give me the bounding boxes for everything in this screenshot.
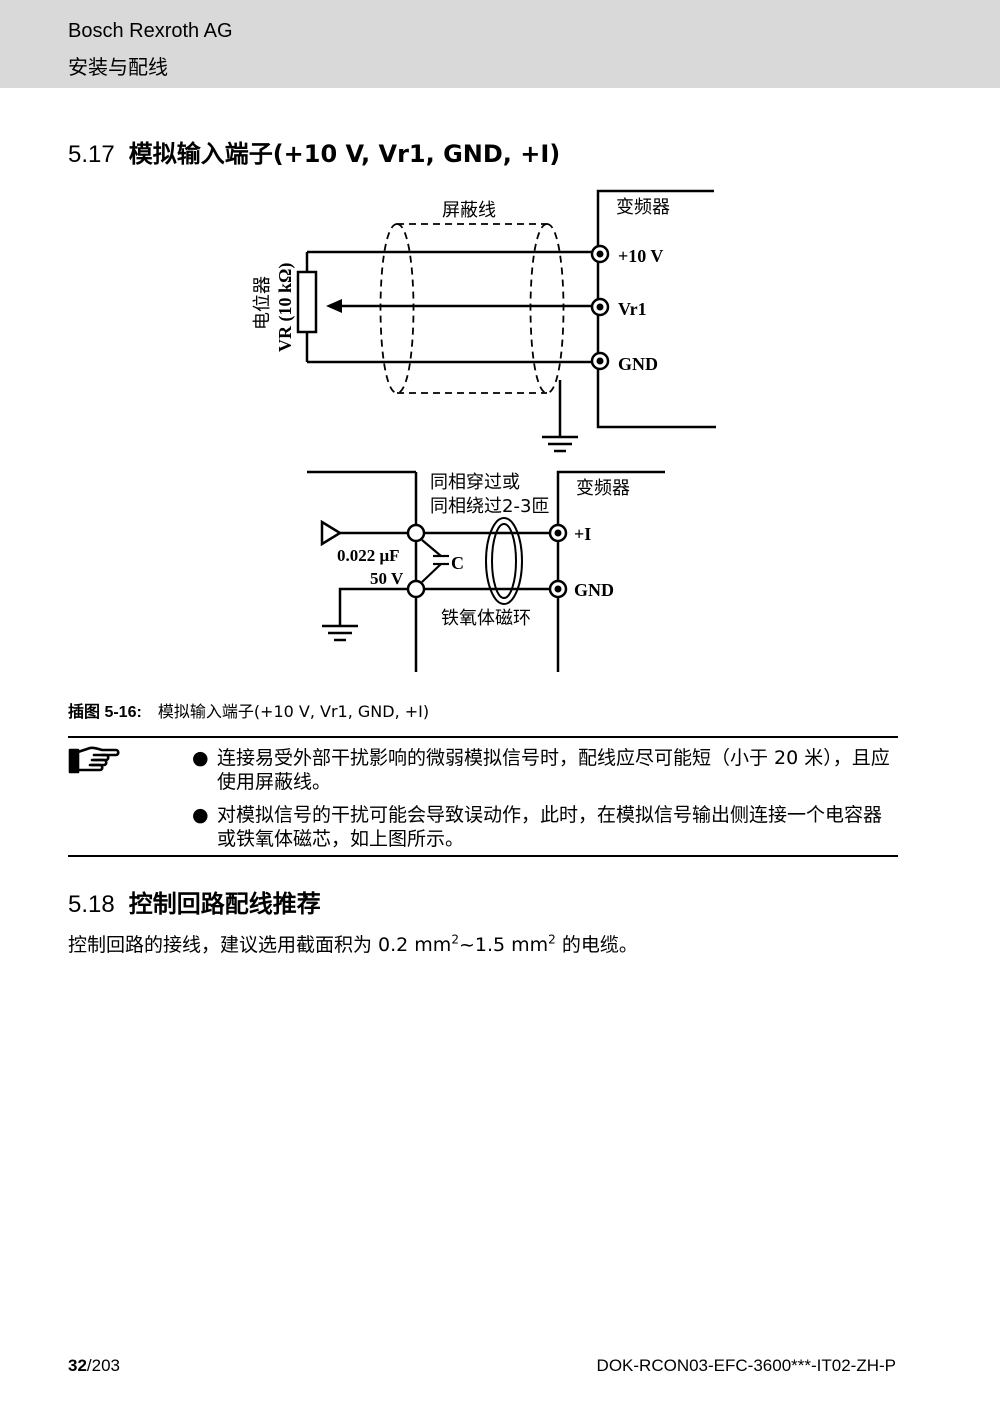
wrap-label-2: 同相绕过2-3匝 [430, 496, 549, 517]
capacitor [421, 539, 449, 583]
company-name: Bosch Rexroth AG [68, 20, 233, 42]
node-gnd [406, 579, 426, 599]
terminal-label-10v: +10 V [618, 246, 663, 266]
terminal-vr1 [590, 297, 610, 317]
terminal-plus-i [548, 523, 568, 543]
potentiometer-label-cn: 电位器 [252, 276, 273, 330]
shield-cable [379, 223, 565, 394]
ground-symbol-top [542, 435, 578, 453]
shield-label: 屏蔽线 [442, 200, 496, 221]
page-total: /203 [86, 1356, 121, 1375]
note-rule-top [68, 736, 898, 738]
ground-symbol-bottom [322, 624, 358, 642]
page-number: 32/203 [68, 1356, 120, 1376]
note-text-2: 对模拟信号的干扰可能会导致误动作，此时，在模拟信号输出侧连接一个电容器或铁氧体磁… [217, 804, 883, 850]
note-item-1: ● 连接易受外部干扰影响的微弱模拟信号时，配线应尽可能短（小于 20 米），且应… [192, 746, 898, 794]
terminal-label-gnd: GND [618, 354, 658, 374]
page-current: 32 [68, 1356, 87, 1375]
capacitor-name: C [451, 553, 464, 573]
figure-caption-text: 模拟输入端子(+10 V, Vr1, GND, +I) [157, 702, 430, 721]
terminal-label-plus-i: +I [574, 524, 591, 544]
body-text-part-3: 的电缆。 [555, 934, 638, 956]
body-text-part-2: ~1.5 mm [458, 934, 549, 956]
capacitor-value-1: 0.022 μF [337, 546, 400, 565]
terminal-gnd [590, 351, 610, 371]
section-heading-5-17: 5.17 模拟输入端子(+10 V, Vr1, GND, +I) [68, 134, 560, 169]
drive-label: 变频器 [616, 197, 670, 218]
body-paragraph: 控制回路的接线，建议选用截面积为 0.2 mm2~1.5 mm2 的电缆。 [68, 930, 638, 957]
document-id: DOK-RCON03-EFC-3600***-IT02-ZH-P [596, 1356, 896, 1375]
note-text-1: 连接易受外部干扰影响的微弱模拟信号时，配线应尽可能短（小于 20 米），且应使用… [217, 747, 890, 793]
figure-caption: 插图 5-16: 模拟输入端子(+10 V, Vr1, GND, +I) [68, 698, 429, 722]
capacitor-value-2: 50 V [370, 569, 404, 588]
chapter-title: 安装与配线 [68, 55, 168, 79]
wiring-diagram: 变频器 屏蔽线 +10 V Vr1 GND 电位器 VR (10 kΩ) 变频器… [252, 189, 716, 672]
section-number: 5.17 [68, 141, 115, 168]
section-heading-5-18: 5.18 控制回路配线推荐 [68, 884, 321, 919]
node-signal [406, 523, 426, 543]
potentiometer [296, 270, 318, 334]
terminal-10v [590, 244, 610, 264]
superscript-1: 2 [451, 932, 459, 947]
drive-box-outline-bottom [556, 470, 665, 672]
ferrite-ring [485, 517, 523, 605]
wrap-label-1: 同相穿过或 [430, 472, 520, 493]
note-item-2: ● 对模拟信号的干扰可能会导致误动作，此时，在模拟信号输出侧连接一个电容器或铁氧… [192, 803, 898, 851]
superscript-2: 2 [548, 932, 556, 947]
header-band [0, 0, 1000, 88]
note-rule-bottom [68, 855, 898, 857]
section-number: 5.18 [68, 891, 115, 918]
terminal-label-gnd-bottom: GND [574, 580, 614, 600]
potentiometer-label-en: VR (10 kΩ) [275, 263, 296, 352]
signal-source-arrow [320, 519, 408, 547]
pointing-hand-icon [68, 746, 120, 774]
section-title: 控制回路配线推荐 [128, 890, 321, 918]
section-title: 模拟输入端子(+10 V, Vr1, GND, +I) [128, 140, 561, 168]
terminal-gnd-bottom [548, 579, 568, 599]
bullet-icon: ● [192, 804, 209, 826]
drive-label-bottom: 变频器 [576, 478, 630, 499]
body-text-part-1: 控制回路的接线，建议选用截面积为 0.2 mm [68, 934, 452, 956]
terminal-label-vr1: Vr1 [618, 299, 647, 319]
bullet-icon: ● [192, 747, 209, 769]
ferrite-label: 铁氧体磁环 [441, 608, 531, 629]
wiper-arrow [326, 299, 342, 313]
figure-caption-label: 插图 5-16: [68, 704, 142, 721]
drive-box-outline [596, 189, 716, 429]
